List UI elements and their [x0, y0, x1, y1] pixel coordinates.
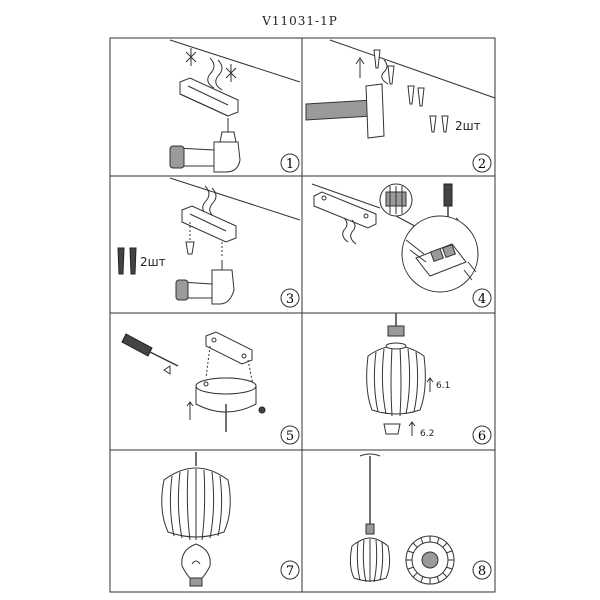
screwdriver-drill-icon: [175, 260, 235, 305]
mounting-bracket-icon: [313, 191, 377, 229]
glass-shade-icon: [366, 342, 426, 417]
step-1-panel: [169, 39, 301, 173]
ceiling-line: [329, 39, 496, 99]
step-6-number-badge: 6: [472, 425, 492, 445]
step-5-number-badge: 5: [280, 425, 300, 445]
shade-top-view-icon: [405, 535, 455, 585]
screw-pair-icon: [117, 247, 137, 275]
ceiling-line: [169, 39, 301, 83]
hammer-icon: [305, 83, 385, 139]
step-4-number-badge: 4: [472, 288, 492, 308]
step-6-label-1: 6.1: [436, 381, 450, 391]
step-6-panel: 6.1 6.2: [366, 313, 450, 439]
step-3-panel: 2шт: [117, 177, 301, 305]
step-4-number: 4: [478, 292, 486, 307]
assembled-pendant-icon: [349, 537, 391, 583]
step-4-panel: [311, 183, 479, 293]
step-5-number: 5: [286, 429, 294, 444]
drill-mark-icon: [185, 48, 237, 82]
step-3-quantity: 2шт: [140, 255, 166, 269]
step-2-number: 2: [478, 157, 486, 172]
ceiling-line: [169, 177, 301, 221]
step-7-number-badge: 7: [280, 560, 300, 580]
drill-icon: [169, 118, 241, 173]
step-2-number-badge: 2: [472, 153, 492, 173]
document-title: V11031-1P: [262, 14, 338, 28]
ceiling-line: [311, 183, 381, 209]
screw-pair-icon: [429, 115, 449, 133]
step-2-panel: 2шт: [305, 39, 496, 139]
lamp-holder-icon: [387, 325, 405, 337]
screwdriver-icon: [121, 333, 179, 367]
step-3-number-badge: 3: [280, 288, 300, 308]
step-3-number: 3: [286, 292, 294, 307]
terminal-block-detail-icon: [379, 183, 413, 217]
glass-shade-icon: [161, 467, 231, 541]
step-2-quantity: 2шт: [455, 119, 481, 133]
step-8-panel: [349, 453, 455, 585]
wall-plug-icon: [373, 49, 425, 107]
mounting-bracket-icon: [205, 331, 253, 365]
step-6-label-2: 6.2: [420, 429, 434, 439]
step-7-number: 7: [286, 564, 294, 579]
canopy-icon: [359, 453, 381, 457]
mounting-bracket-icon: [181, 205, 237, 243]
step-5-panel: [121, 331, 266, 432]
mounting-bracket-icon: [179, 77, 239, 117]
panel-grid: [109, 37, 496, 593]
shade-ring-icon: [383, 423, 401, 435]
screw-icon: [258, 406, 266, 414]
step-7-panel: [161, 452, 231, 587]
connector-magnified-icon: [401, 215, 479, 293]
step-1-number-badge: 1: [280, 153, 300, 173]
step-8-number-badge: 8: [472, 560, 492, 580]
light-bulb-icon: [181, 543, 211, 587]
ceiling-canopy-icon: [195, 377, 257, 413]
step-1-number: 1: [286, 157, 294, 172]
step-8-number: 8: [478, 564, 486, 579]
step-6-number: 6: [478, 429, 486, 444]
